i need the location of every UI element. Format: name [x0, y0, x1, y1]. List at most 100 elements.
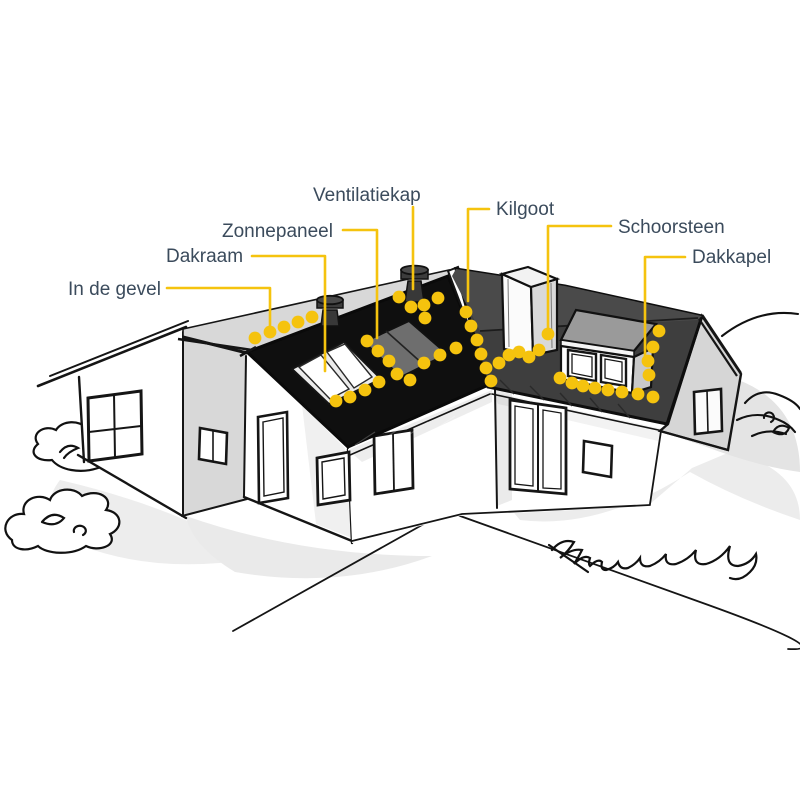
zonnepaneel-marker-dot — [371, 344, 385, 358]
kilgoot-marker-dot — [470, 333, 484, 347]
left-wing-window-small — [197, 426, 229, 466]
skylight-pane-right — [325, 343, 374, 389]
door-right-panel — [542, 409, 562, 490]
signature-scribble — [550, 539, 758, 581]
door-panel — [262, 417, 285, 497]
dakraam-marker-dot — [372, 375, 386, 389]
dormer-window-left — [566, 348, 598, 383]
window-mullion — [706, 389, 709, 434]
zonnepaneel-marker-dot — [433, 348, 447, 362]
center-gable-bottom — [242, 495, 354, 543]
label-dakraam: Dakraam — [166, 246, 243, 267]
schoorsteen-marker-dot — [492, 356, 506, 370]
dakkapel-marker-dot — [642, 368, 656, 382]
dakkapel-marker-dot — [646, 340, 660, 354]
ground-line-right — [448, 511, 800, 651]
right-gable-window — [692, 387, 724, 436]
right-roof-hatching — [499, 379, 631, 419]
schoorsteen-marker-dot — [512, 345, 526, 359]
window-inner — [321, 457, 346, 500]
bush-left-top-curl — [58, 444, 81, 460]
in-de-gevel-marker-dot — [305, 310, 319, 324]
dakkapel-marker-dot — [615, 385, 629, 399]
window-mullion — [392, 432, 395, 492]
ventilatiekap-marker-dot — [404, 300, 418, 314]
zonnepaneel-marker-dot — [390, 367, 404, 381]
window-inner — [571, 353, 593, 378]
left-wing-shaded-bottom — [181, 498, 248, 517]
in-de-gevel-leader-line — [165, 286, 272, 332]
zonnepaneel-marker-dot — [449, 341, 463, 355]
skylight — [290, 340, 383, 406]
door-frame — [256, 410, 290, 505]
in-de-gevel-marker-dot — [248, 331, 262, 345]
gable-left-roof-edge — [182, 335, 248, 355]
kilgoot-leader-line — [466, 207, 491, 303]
label-in-de-gevel: In de gevel — [68, 279, 161, 300]
zonnepaneel-marker-dot — [417, 356, 431, 370]
right-wall-corner — [649, 430, 662, 505]
dakkapel-marker-dot — [553, 371, 567, 385]
left-wing-corner — [77, 375, 86, 464]
bushes-right — [720, 311, 800, 438]
vent-cap-pipe — [404, 280, 425, 303]
annotation-layer — [165, 205, 687, 408]
ventilatiekap-marker-dot — [418, 311, 432, 325]
ventilatiekap-marker-dot — [431, 291, 445, 305]
kilgoot-marker-dot — [474, 347, 488, 361]
front-window-3 — [581, 439, 614, 479]
left-wing-shaded-wall — [182, 338, 247, 516]
center-gable-door — [256, 410, 290, 505]
dakkapel-marker-dot — [641, 354, 655, 368]
window-frame — [315, 450, 352, 507]
left-wing — [36, 320, 248, 520]
door-side-shading — [494, 390, 512, 506]
dakkapel-marker-dot — [631, 387, 645, 401]
dormer-window-right — [599, 353, 628, 388]
schoorsteen-leader-line — [546, 224, 613, 333]
signature — [547, 539, 758, 581]
dakraam-leader-line — [250, 254, 327, 373]
schoorsteen-marker-dot — [502, 348, 516, 362]
zonnepaneel-marker-dot — [382, 354, 396, 368]
center-gable-left-corner — [243, 355, 247, 497]
shadow-center-blob — [186, 516, 432, 579]
vent-cap-top — [400, 264, 429, 276]
dakkapel-marker-dot — [576, 379, 590, 393]
bush-right-arc — [720, 311, 800, 338]
zonnepaneel-marker-dot — [360, 334, 374, 348]
window-inner — [604, 358, 623, 383]
chimney-side — [529, 277, 559, 357]
kilgoot-marker-dot — [464, 319, 478, 333]
label-ventilatiekap: Ventilatiekap — [313, 185, 421, 206]
label-zonnepaneel: Zonnepaneel — [222, 221, 333, 242]
zonnepaneel-marker-dot — [403, 373, 417, 387]
dakraam-marker-dot — [343, 390, 357, 404]
bush-right-s2 — [735, 413, 797, 434]
left-wing-window-large — [86, 389, 144, 463]
in-de-gevel-marker-dot — [263, 325, 277, 339]
door-left-panel — [514, 405, 534, 487]
schoorsteen-marker-dot — [522, 350, 536, 364]
signature-slash — [547, 543, 590, 574]
window-frame — [581, 439, 614, 479]
dakraam-marker-dot — [329, 394, 343, 408]
schoorsteen-marker-dot — [532, 343, 546, 357]
ventilatiekap-marker-dot — [392, 290, 406, 304]
kilgoot-marker-dot — [459, 305, 473, 319]
dakkapel-marker-dot — [565, 376, 579, 390]
schoorsteen-marker-dot — [541, 327, 555, 341]
label-kilgoot: Kilgoot — [496, 199, 555, 220]
left-wing-bottom — [76, 453, 188, 520]
double-door — [508, 398, 568, 496]
inner-corner — [494, 388, 498, 509]
in-de-gevel-marker-dot — [277, 320, 291, 334]
ground-line-left — [232, 510, 448, 632]
front-wall — [348, 388, 666, 543]
dakkapel-marker-dot — [588, 381, 602, 395]
kilgoot-marker-dot — [484, 374, 498, 388]
dakkapel-marker-dot — [601, 383, 615, 397]
right-gable-bottom — [659, 429, 729, 452]
